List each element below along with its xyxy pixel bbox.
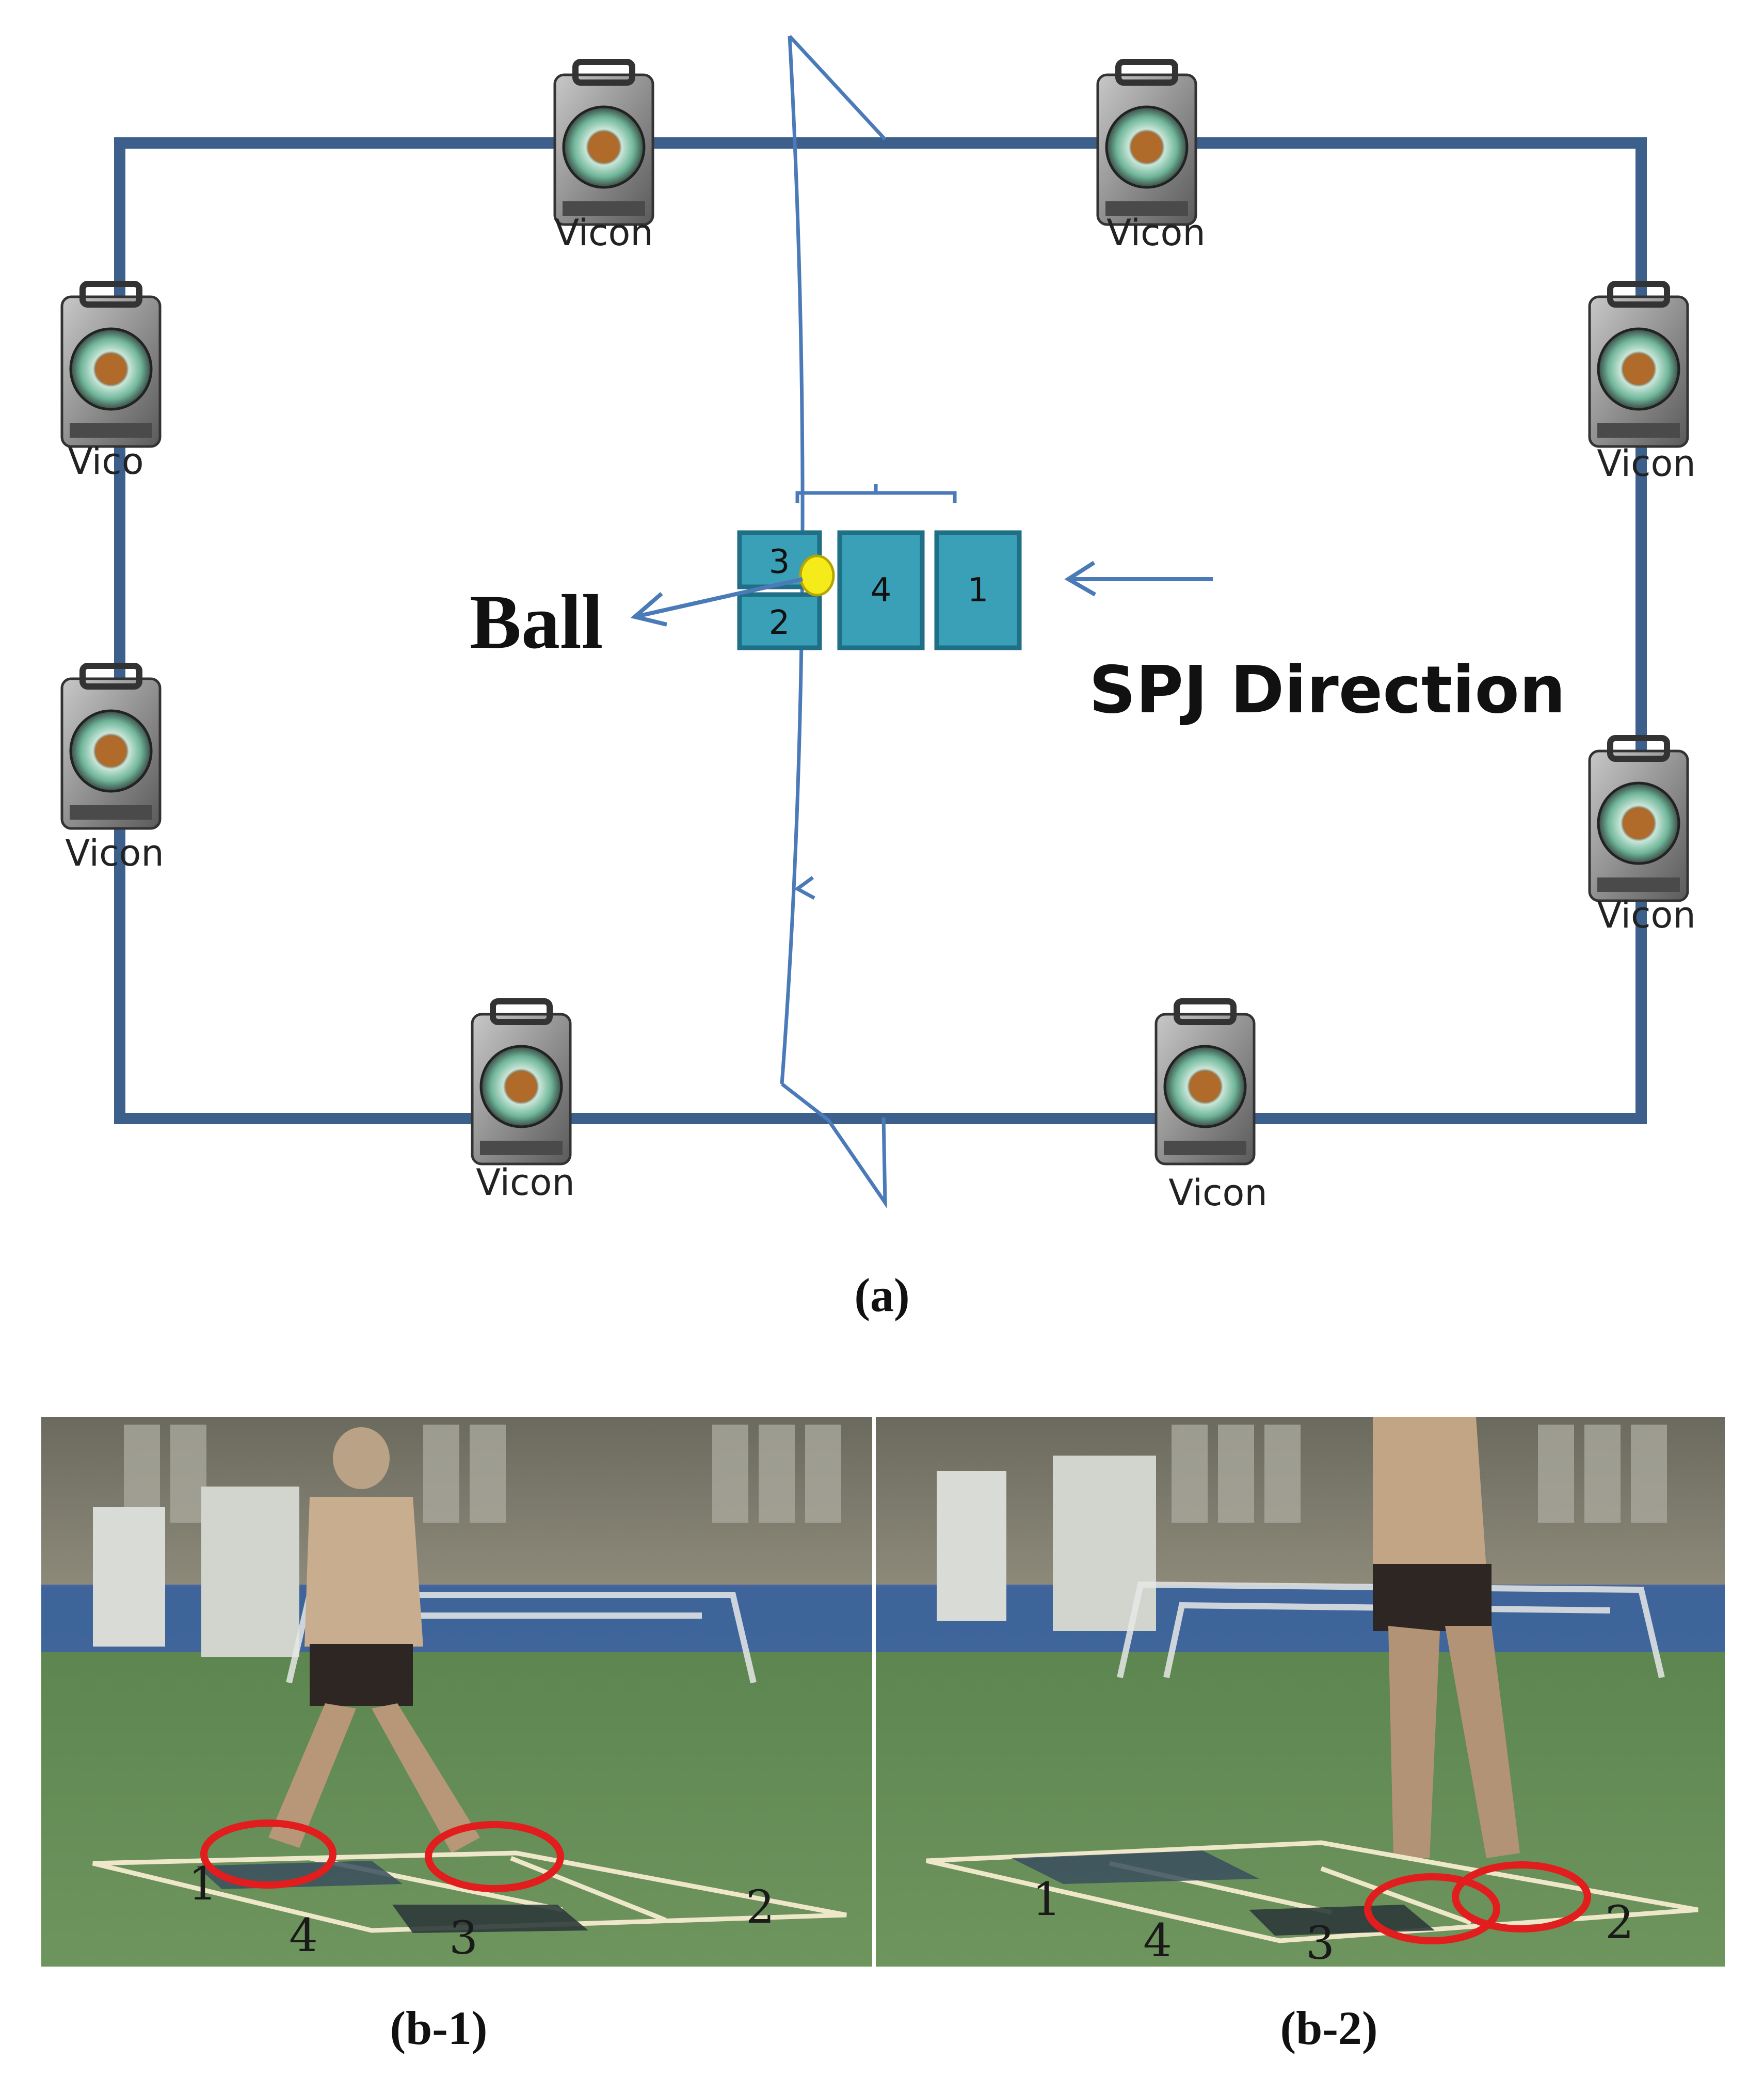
panel-label-a: (a) — [854, 1269, 909, 1321]
camera-label: Vicon — [1106, 212, 1205, 254]
ball-label: Ball — [470, 579, 603, 665]
camera-label: Vicon — [476, 1161, 574, 1204]
camera-label: Vicon — [554, 212, 653, 254]
plate-number: 1 — [1032, 1873, 1061, 1926]
plate-number: 4 — [289, 1909, 318, 1962]
capture-area-boundary — [114, 137, 1647, 1124]
camera-label: Vicon — [1597, 442, 1695, 485]
force-plate-2 — [737, 592, 822, 650]
plate-number: 3 — [449, 1911, 478, 1965]
camera-icon — [1590, 738, 1688, 901]
panel-a-diagram: Vicon Vicon Vico Vicon Vicon Vicon Vicon… — [62, 35, 1696, 1321]
foot-highlight-circle — [425, 1821, 564, 1892]
camera-icon — [1590, 284, 1688, 446]
center-line-bottom-hook — [780, 1082, 887, 1209]
plate-number: 1 — [968, 571, 989, 610]
force-plate-4 — [837, 530, 925, 650]
force-plate-1 — [934, 530, 1022, 650]
camera-label: Vico — [68, 440, 143, 483]
camera-icon — [555, 62, 653, 225]
direction-arrow — [1064, 561, 1213, 597]
plate-number: 4 — [871, 571, 892, 610]
panel-b1-photo: 1 4 3 2 — [41, 1417, 872, 1967]
plate-number: 2 — [769, 604, 790, 642]
camera-icon — [62, 284, 160, 446]
plate-number: 3 — [769, 543, 790, 581]
camera-icon — [1156, 1001, 1254, 1164]
plate-number: 1 — [188, 1857, 217, 1910]
camera-label: Vicon — [65, 832, 164, 874]
ball-arrow — [630, 577, 803, 627]
athlete-figure — [268, 1427, 480, 1853]
athlete-figure — [1373, 1417, 1520, 1858]
camera-icon — [1098, 62, 1196, 225]
plate-number: 2 — [1605, 1896, 1634, 1949]
plate-number: 4 — [1143, 1914, 1172, 1967]
camera-icon — [62, 666, 160, 828]
direction-label: SPJ Direction — [1089, 652, 1566, 728]
plate-number: 2 — [746, 1880, 775, 1934]
camera-label: Vicon — [1168, 1172, 1267, 1214]
panel-label-b2: (b-2) — [1280, 2002, 1377, 2054]
foot-highlight-circle — [200, 1819, 336, 1889]
foot-highlight-circle — [1364, 1873, 1500, 1944]
center-line-arrow — [794, 876, 815, 900]
foot-highlight-circle — [1452, 1861, 1591, 1933]
camera-icon — [472, 1001, 570, 1164]
plate-number: 3 — [1306, 1917, 1335, 1970]
center-line-top-hook — [788, 35, 887, 141]
camera-label: Vicon — [1597, 894, 1695, 936]
panel-b2-photo: 1 4 3 2 — [876, 1417, 1725, 1970]
plate-bracket — [795, 484, 957, 503]
ball-marker — [799, 554, 835, 597]
panel-label-b1: (b-1) — [390, 2002, 487, 2054]
